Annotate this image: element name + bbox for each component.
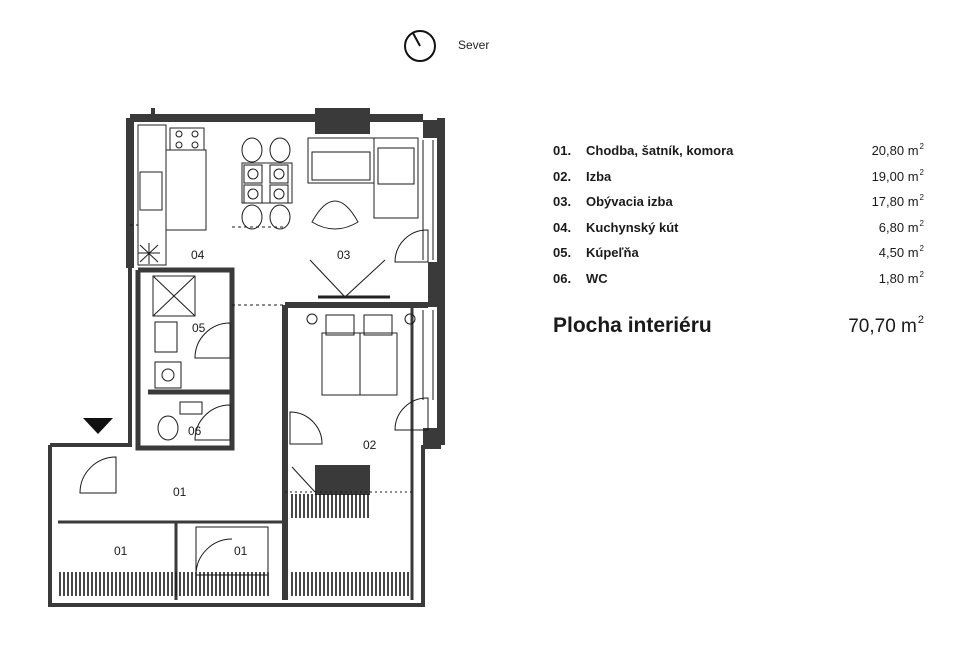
outer-wall-lower <box>48 268 425 607</box>
room-label-02: 02 <box>363 438 377 452</box>
room-name: Izba <box>586 168 612 184</box>
room-label-03: 03 <box>337 248 351 262</box>
room-name: Kúpeľňa <box>586 245 639 260</box>
total-area-label: Plocha interiéru <box>553 314 712 337</box>
room-number: 04. <box>553 219 572 235</box>
room-area-legend: 01. Chodba, šatník, komora 20,80 m2 02. … <box>553 142 924 297</box>
compass-label: Sever <box>458 38 490 52</box>
total-area-value: 70,70 m2 <box>848 314 924 337</box>
room-number: 03. <box>553 194 572 209</box>
legend-row: 03. Obývacia izba 17,80 m2 <box>553 193 924 220</box>
room-area: 4,50 m2 <box>878 244 924 260</box>
room-label-01-left: 01 <box>114 544 128 558</box>
room-area: 17,80 m2 <box>871 193 924 209</box>
room-number: 06. <box>553 270 572 286</box>
room-label-05: 05 <box>192 321 206 335</box>
legend-row: 02. Izba 19,00 m2 <box>553 167 924 195</box>
room-label-04: 04 <box>191 248 205 262</box>
legend-row: 04. Kuchynský kút 6,80 m2 <box>553 218 924 246</box>
north-arrow-icon <box>404 30 436 62</box>
room-area: 20,80 m2 <box>871 142 924 158</box>
room-number: 01. <box>553 143 572 158</box>
room-label-01-mid: 01 <box>234 544 248 558</box>
room-name: Kuchynský kút <box>586 219 679 235</box>
outer-wall <box>126 114 445 449</box>
room-area: 6,80 m2 <box>878 218 924 235</box>
room-name: WC <box>586 270 608 286</box>
room-name: Obývacia izba <box>586 194 673 209</box>
room-label-01-hall: 01 <box>173 485 187 499</box>
room-area: 19,00 m2 <box>871 167 924 184</box>
room-label-06: 06 <box>188 424 202 438</box>
room-number: 05. <box>553 245 572 260</box>
room-name: Chodba, šatník, komora <box>586 143 734 158</box>
room-number: 02. <box>553 168 572 184</box>
legend-row: 05. Kúpeľňa 4,50 m2 <box>553 244 924 271</box>
room-area: 1,80 m2 <box>878 269 924 286</box>
wardrobe-hatching <box>59 494 409 596</box>
total-area: Plocha interiéru 70,70 m2 <box>553 314 924 344</box>
bath-walls <box>135 267 235 451</box>
legend-row: 01. Chodba, šatník, komora 20,80 m2 <box>553 142 924 169</box>
legend-row: 06. WC 1,80 m2 <box>553 269 924 297</box>
